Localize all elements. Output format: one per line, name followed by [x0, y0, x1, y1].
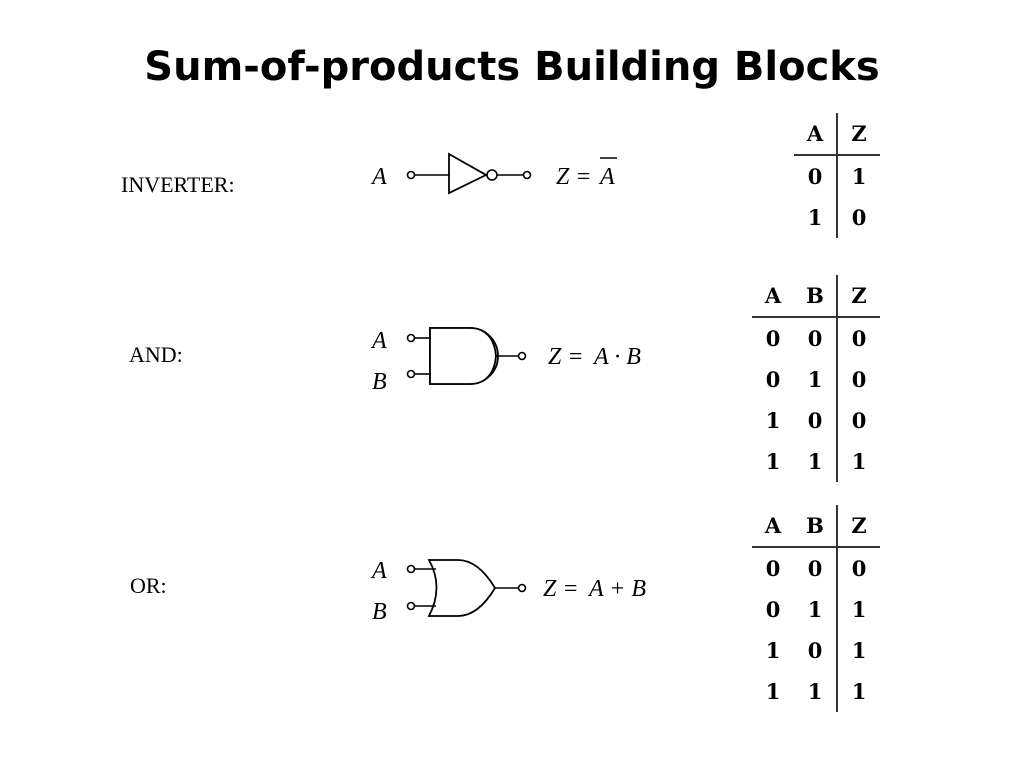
tt-cell: 1	[807, 449, 823, 474]
inverter-equation-lhs: Z =	[556, 164, 592, 190]
tt-header: A	[752, 275, 794, 318]
tt-cell: 1	[765, 449, 781, 474]
tt-cell: 1	[765, 638, 781, 663]
tt-cell: 0	[765, 367, 781, 392]
or-input-a-label: A	[370, 558, 387, 584]
tt-cell: 0	[836, 317, 880, 359]
tt-cell: 0	[765, 556, 781, 581]
tt-cell: 1	[807, 597, 823, 622]
tt-cell: 1	[807, 367, 823, 392]
tt-cell: 0	[807, 556, 823, 581]
table-row: 0 1	[794, 155, 880, 197]
tt-header: B	[794, 275, 837, 318]
tt-cell: 1	[836, 671, 880, 712]
tt-cell: 0	[836, 547, 880, 589]
tt-cell: 0	[765, 326, 781, 351]
input-terminal-icon	[406, 601, 416, 611]
input-terminal-icon	[406, 369, 416, 379]
buffer-triangle-icon	[448, 152, 488, 195]
tt-header: Z	[836, 505, 880, 548]
table-row: 1 0	[794, 197, 880, 238]
tt-cell: 1	[807, 679, 823, 704]
inverter-equation-rhs: A	[598, 164, 615, 190]
tt-cell: 1	[836, 441, 880, 482]
and-gate-symbol: A B Z = A · B	[370, 327, 641, 395]
output-terminal-icon	[517, 351, 527, 361]
or-input-b-label: B	[372, 599, 387, 625]
inversion-bubble-icon	[486, 169, 498, 181]
and-equation-lhs: Z =	[548, 344, 584, 370]
or-equation-lhs: Z =	[543, 576, 579, 602]
inverter-gate-symbol: A Z = A	[370, 152, 617, 195]
tt-cell: 0	[807, 638, 823, 663]
or-gate-symbol: A B Z = A + B	[370, 558, 646, 625]
input-terminal-icon	[406, 333, 416, 343]
or-equation-rhs: A + B	[587, 576, 646, 602]
tt-cell: 1	[807, 205, 823, 230]
and-label: AND:	[129, 342, 183, 367]
tt-cell: 1	[836, 155, 880, 197]
tt-header: A	[752, 505, 794, 548]
and-equation-rhs: A · B	[592, 344, 641, 370]
output-terminal-icon	[517, 583, 527, 593]
tt-cell: 1	[765, 408, 781, 433]
tt-cell: 1	[765, 679, 781, 704]
tt-cell: 0	[807, 408, 823, 433]
inverter-label: INVERTER:	[121, 172, 235, 197]
tt-cell: 1	[836, 630, 880, 671]
tt-header: Z	[836, 275, 880, 318]
inverter-truth-table: A Z 0 1 1 0	[794, 113, 880, 238]
tt-cell: 0	[836, 400, 880, 441]
tt-cell: 0	[807, 326, 823, 351]
tt-header: B	[794, 505, 837, 548]
tt-cell: 0	[807, 164, 823, 189]
inverter-input-a-label: A	[370, 164, 387, 190]
tt-cell: 0	[836, 359, 880, 400]
slide-title: Sum-of-products Building Blocks	[144, 44, 880, 90]
or-label: OR:	[130, 573, 167, 598]
output-terminal-icon	[522, 170, 532, 180]
input-terminal-icon	[406, 564, 416, 574]
tt-header: Z	[836, 113, 880, 156]
tt-header: A	[794, 113, 837, 156]
tt-cell: 0	[836, 197, 880, 238]
tt-cell: 0	[765, 597, 781, 622]
and-input-b-label: B	[372, 369, 387, 395]
or-body-icon	[427, 559, 497, 617]
and-input-a-label: A	[370, 328, 387, 354]
tt-cell: 1	[836, 589, 880, 630]
input-terminal-icon	[406, 170, 416, 180]
